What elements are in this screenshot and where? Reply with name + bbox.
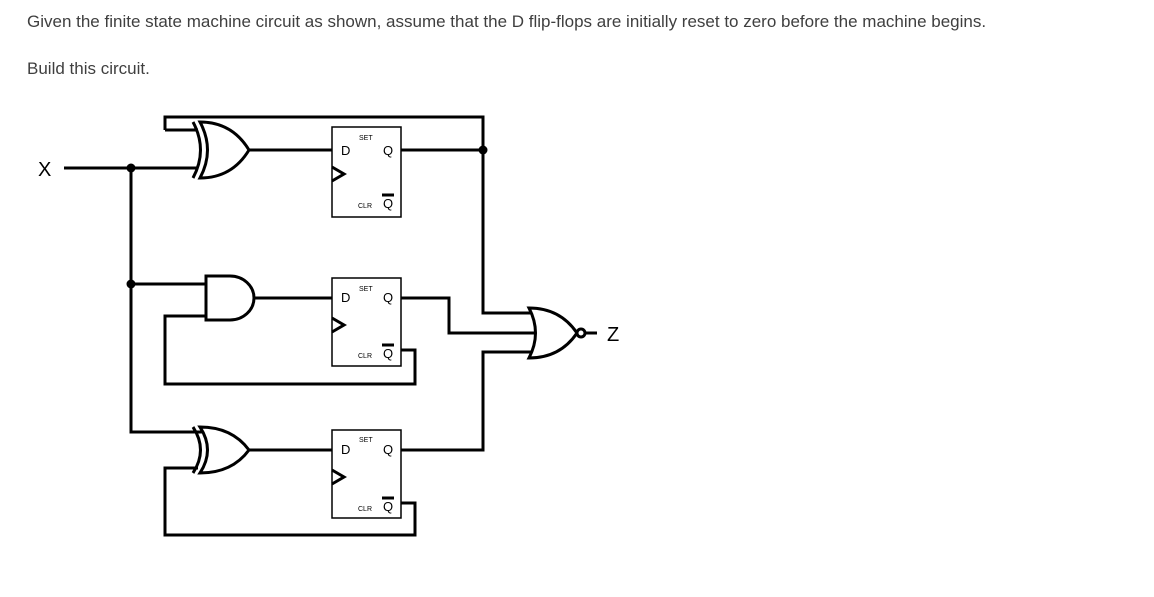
instruction-text: Build this circuit. bbox=[27, 59, 150, 78]
ff-d-label: D bbox=[341, 290, 350, 305]
d-flipflop-1: D SET Q CLR Q bbox=[331, 126, 402, 218]
junction-dot bbox=[126, 163, 136, 173]
ff-qbar-label: Q bbox=[383, 196, 393, 211]
output-z-label: Z bbox=[607, 324, 619, 346]
ff-qbar-label: Q bbox=[383, 346, 393, 361]
wire-q1-to-or bbox=[481, 150, 534, 315]
ff-q-label: Q bbox=[383, 442, 393, 457]
ff-set-label: SET bbox=[359, 286, 373, 293]
ff-clr-label: CLR bbox=[358, 506, 372, 513]
ff-q-label: Q bbox=[383, 143, 393, 158]
ff-qbar-label: Q bbox=[383, 499, 393, 514]
wire-q2-to-or bbox=[401, 296, 537, 335]
d-flipflop-3: D SET Q CLR Q bbox=[331, 429, 402, 519]
ff-d-label: D bbox=[341, 143, 350, 158]
or-gate-output bbox=[526, 306, 587, 360]
wire-q3-to-or bbox=[401, 350, 534, 452]
wire-q2bar-feedback bbox=[163, 314, 417, 386]
ff-d-label: D bbox=[341, 442, 350, 457]
wire-x-bus bbox=[129, 168, 207, 434]
xor-gate-bottom bbox=[191, 425, 251, 475]
ff-set-label: SET bbox=[359, 437, 373, 444]
ff-clr-label: CLR bbox=[358, 203, 372, 210]
ff-q-label: Q bbox=[383, 290, 393, 305]
wires bbox=[64, 115, 597, 537]
junctions bbox=[126, 145, 488, 289]
question-text: Given the finite state machine circuit a… bbox=[27, 12, 987, 31]
input-x-label: X bbox=[38, 159, 51, 181]
wire-q1-feedback bbox=[163, 115, 485, 150]
junction-dot bbox=[478, 145, 488, 155]
and-gate bbox=[204, 274, 256, 322]
ff-set-label: SET bbox=[359, 135, 373, 142]
ff-clr-label: CLR bbox=[358, 353, 372, 360]
d-flipflop-2: D SET Q CLR Q bbox=[331, 277, 402, 367]
junction-dot bbox=[126, 279, 136, 289]
xor-gate-top bbox=[191, 120, 251, 180]
wire-q3bar-feedback bbox=[163, 466, 417, 537]
